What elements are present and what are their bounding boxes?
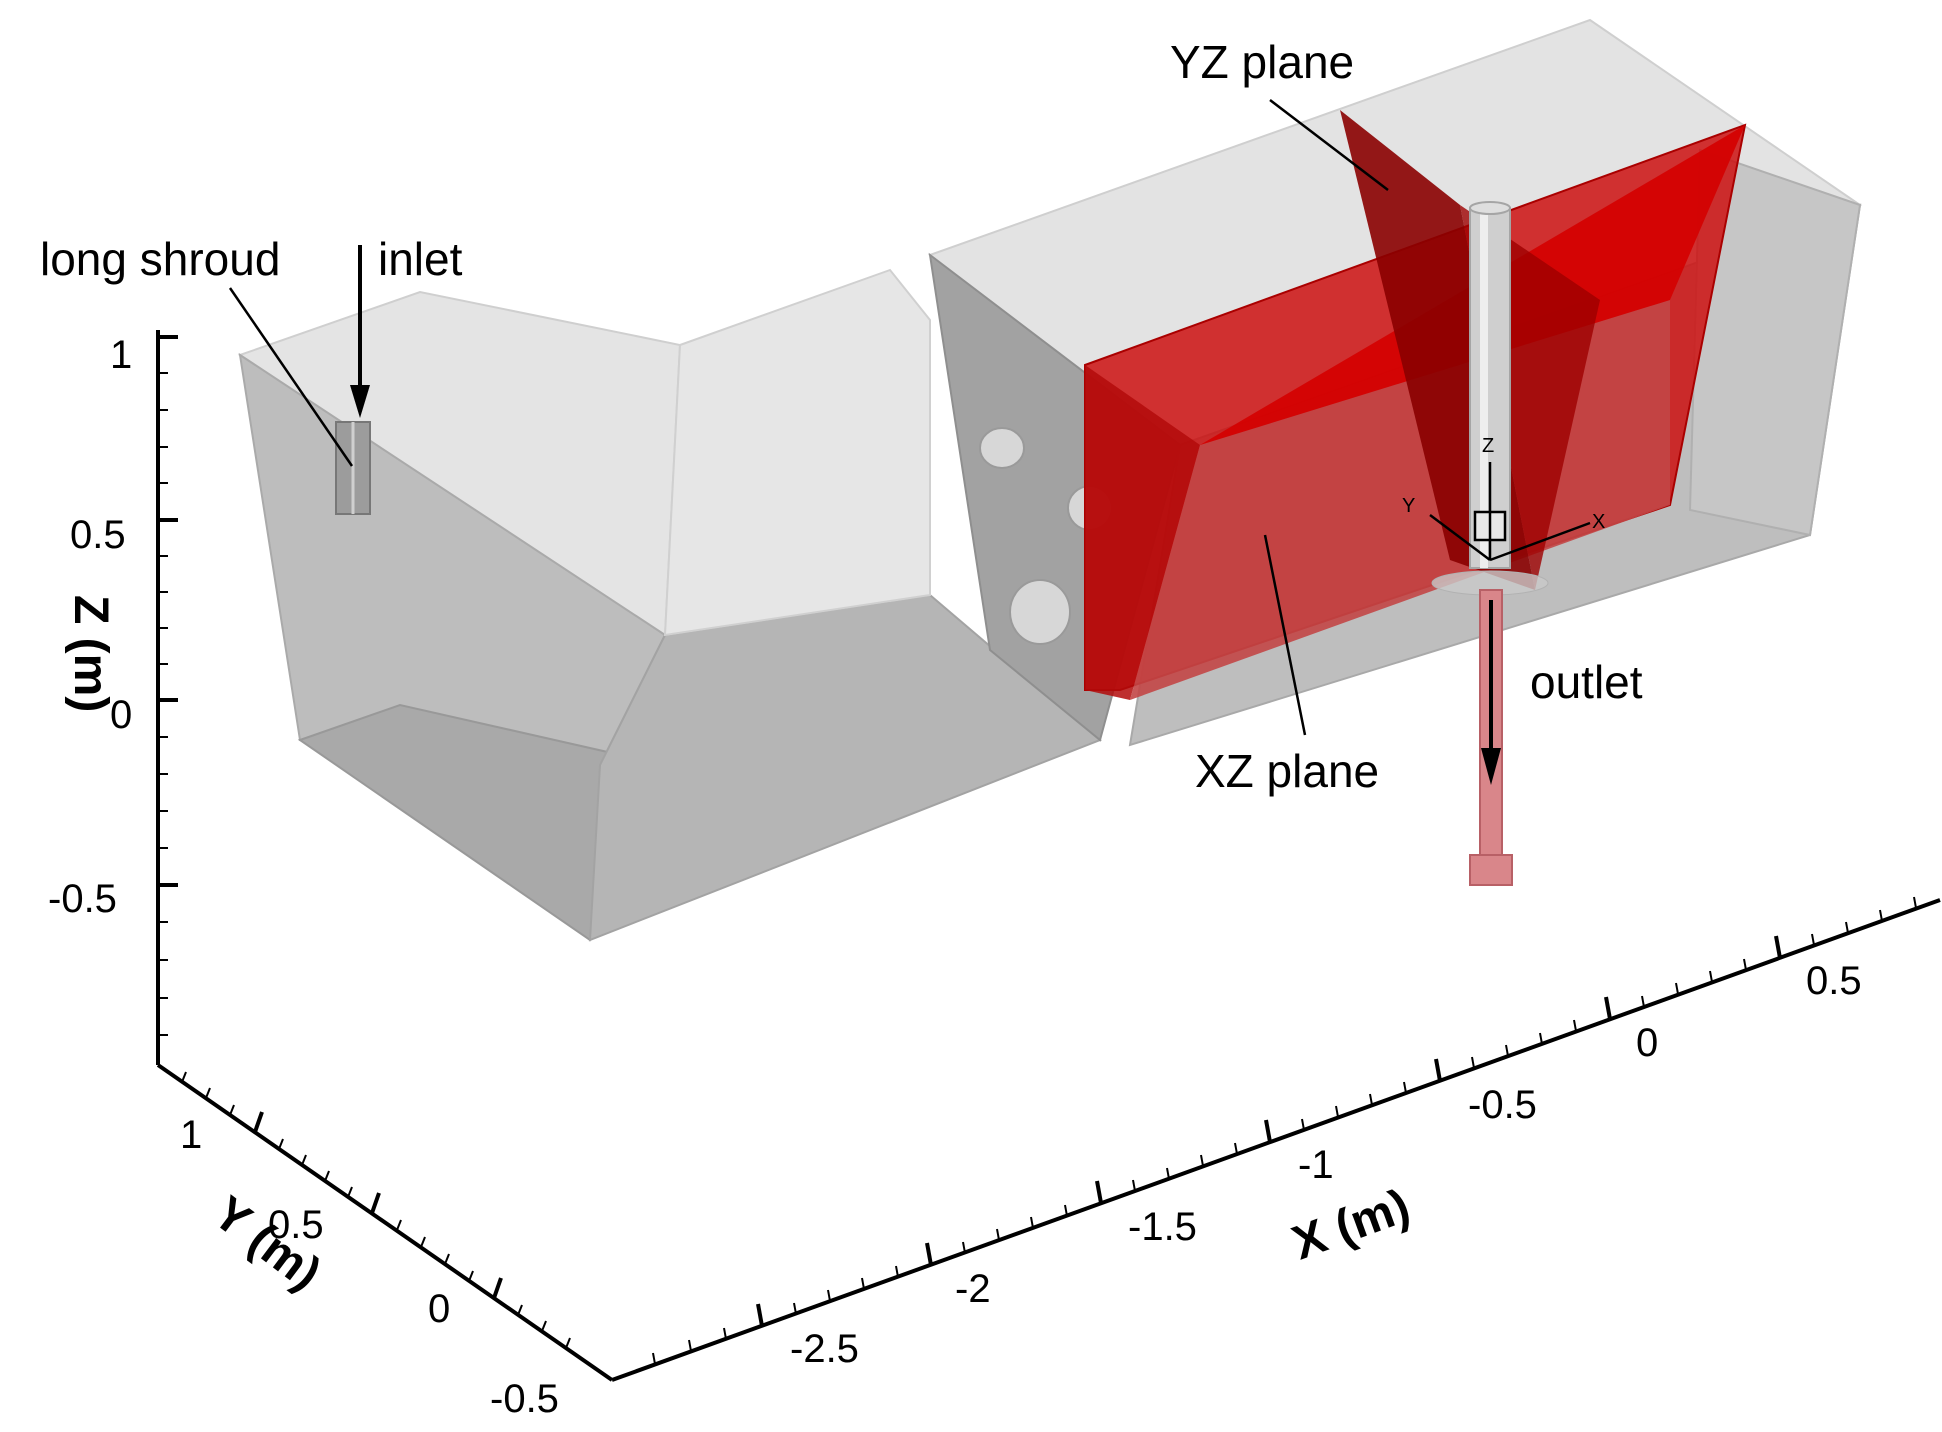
x-tick-0: 0 <box>1636 1021 1658 1065</box>
right-section-right-wall <box>1688 148 1862 537</box>
xz-plane-leader <box>1263 534 1307 736</box>
x-tick--1: -1 <box>1298 1143 1334 1187</box>
x-axis-title: X (m) <box>1286 1179 1417 1270</box>
yz-plane-label: YZ plane <box>1170 36 1354 88</box>
y-tick--0.5: -0.5 <box>490 1377 559 1421</box>
y-axis <box>156 1063 614 1382</box>
y-tick-0.5: 0.5 <box>268 1203 324 1247</box>
xz-plane-label: XZ plane <box>1195 745 1379 797</box>
yz-plane-leader <box>1269 99 1389 191</box>
long-shroud-leader <box>228 287 354 467</box>
x-axis <box>611 898 1941 1382</box>
x-tick--2: -2 <box>955 1267 991 1311</box>
annotation-leaders <box>228 99 1389 736</box>
triad-x-label: X <box>1592 511 1605 533</box>
long-shroud-label: long shroud <box>40 233 280 285</box>
outlet-arrow <box>1481 600 1501 785</box>
z-tick--0.5: -0.5 <box>48 877 117 921</box>
z-tick-0.5: 0.5 <box>70 513 126 557</box>
x-tick--2.5: -2.5 <box>790 1327 859 1371</box>
nozzle-upper <box>979 427 1025 469</box>
x-tick-0.5: 0.5 <box>1806 959 1862 1003</box>
left-section-top-right <box>663 268 931 637</box>
inlet-arrow <box>350 245 370 418</box>
y-tick-0: 0 <box>428 1287 450 1331</box>
triad-y-label: Y <box>1402 495 1415 517</box>
z-axis-title: Z (m) <box>64 595 117 712</box>
z-axis-minor-ticks <box>158 372 168 1036</box>
coordinate-triad <box>1429 462 1591 562</box>
y-axis-minor-ticks <box>181 1071 571 1349</box>
x-tick--0.5: -0.5 <box>1468 1083 1537 1127</box>
x-tick--1.5: -1.5 <box>1128 1205 1197 1249</box>
nozzle-lower <box>1009 579 1071 645</box>
z-tick-0: 0 <box>110 693 132 737</box>
outlet-label: outlet <box>1530 656 1643 708</box>
z-axis <box>156 330 178 1065</box>
long-shroud <box>335 421 371 515</box>
inlet-label: inlet <box>378 233 463 285</box>
z-tick-1: 1 <box>110 333 132 377</box>
x-axis-minor-ticks <box>652 896 1917 1365</box>
y-tick-1: 1 <box>180 1113 202 1157</box>
triad-z-label: Z <box>1482 435 1494 457</box>
